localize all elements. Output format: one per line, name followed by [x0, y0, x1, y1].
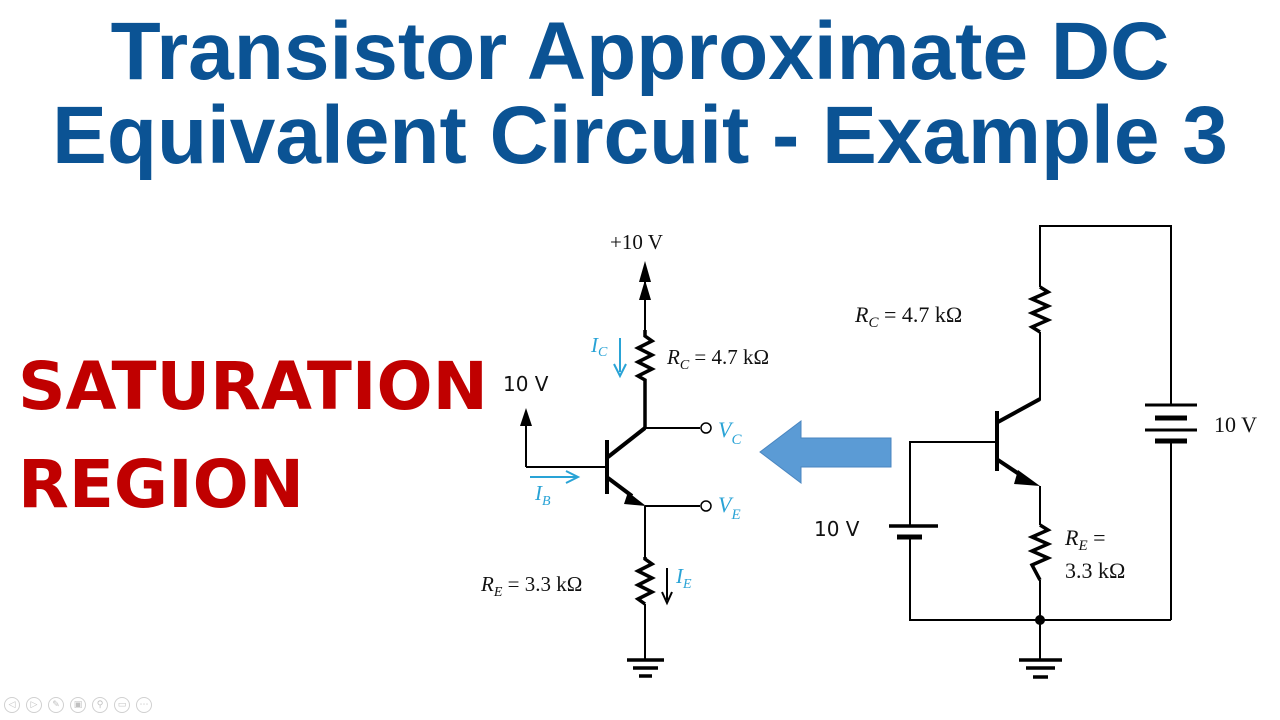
vbb-label: 10 V [814, 517, 860, 541]
right-rc-resistor-icon [1027, 285, 1053, 334]
vbb-battery-icon [889, 524, 938, 540]
vcc-label: 10 V [1214, 412, 1257, 437]
ic-arrow-icon [613, 338, 627, 379]
base-supply-label: 10 V [503, 372, 549, 396]
more-options-icon[interactable]: ⋯ [136, 697, 152, 713]
supply-label: +10 V [610, 230, 663, 254]
right-re-label: RE = [1064, 525, 1106, 554]
ie-label: IE [675, 564, 692, 592]
ib-label: IB [534, 481, 551, 509]
region-line-2: REGION [18, 446, 304, 523]
right-ground-icon [1019, 658, 1062, 679]
previous-slide-icon[interactable]: ◁ [4, 697, 20, 713]
ib-arrow-icon [530, 470, 581, 484]
rc-label: RC = 4.7 kΩ [666, 345, 769, 373]
region-line-1: SATURATION [18, 348, 488, 425]
region-label: SATURATION REGION [18, 338, 488, 534]
supply-arrow-icon [639, 261, 651, 330]
npn-transistor-icon [605, 426, 647, 506]
vc-label: VC [718, 417, 742, 448]
subtitles-icon[interactable]: ▭ [114, 697, 130, 713]
see-all-slides-icon[interactable]: ▣ [70, 697, 86, 713]
re-label: RE = 3.3 kΩ [480, 572, 582, 600]
vc-terminal-icon [700, 422, 712, 434]
left-circuit: +10 V IC RC = 4.7 kΩ 10 V IB [480, 230, 769, 678]
ic-label: IC [590, 333, 608, 360]
ve-label: VE [718, 492, 741, 523]
rc-resistor-icon [634, 330, 656, 428]
zoom-icon[interactable]: ⚲ [92, 697, 108, 713]
re-resistor-icon [634, 557, 656, 606]
pen-icon[interactable]: ✎ [48, 697, 64, 713]
transformation-arrow-icon [759, 419, 892, 485]
right-re-value: 3.3 kΩ [1065, 558, 1125, 583]
right-circuit: RC = 4.7 kΩ 10 V 10 V RE = [814, 225, 1257, 679]
slideshow-controls: ◁ ▷ ✎ ▣ ⚲ ▭ ⋯ [4, 697, 152, 713]
ground-icon [627, 658, 664, 678]
title-line-2: Equivalent Circuit - Example 3 [52, 90, 1228, 181]
right-npn-transistor-icon [995, 397, 1041, 486]
next-slide-icon[interactable]: ▷ [26, 697, 42, 713]
ie-arrow-icon [661, 568, 673, 606]
base-supply-arrow-icon [520, 408, 606, 468]
right-re-resistor-icon [1027, 523, 1053, 581]
slide-title: Transistor Approximate DC Equivalent Cir… [0, 10, 1280, 178]
junction-node-icon [1035, 615, 1045, 625]
vcc-battery-icon [1145, 403, 1197, 444]
ve-terminal-icon [700, 500, 712, 512]
title-line-1: Transistor Approximate DC [110, 6, 1170, 97]
right-rc-label: RC = 4.7 kΩ [854, 302, 962, 331]
